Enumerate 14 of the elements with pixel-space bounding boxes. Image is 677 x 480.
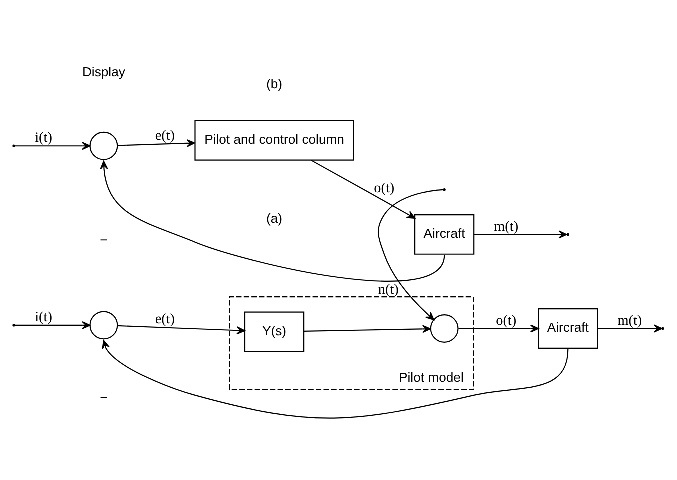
- edge-label: e(t): [155, 312, 176, 328]
- label: Display: [82, 64, 126, 80]
- label: −: [100, 232, 108, 248]
- edge-label: o(t): [496, 312, 517, 329]
- edge-label: e(t): [155, 128, 176, 144]
- edge-label: m(t): [494, 218, 519, 235]
- label: (a): [266, 210, 283, 226]
- edge-label: n(t): [378, 282, 399, 298]
- edge-label: i(t): [35, 130, 52, 146]
- edge-label: i(t): [35, 310, 52, 326]
- label: (b): [266, 76, 283, 92]
- edge-label: o(t): [374, 180, 395, 196]
- label: −: [100, 390, 108, 406]
- edge-label: m(t): [618, 312, 642, 329]
